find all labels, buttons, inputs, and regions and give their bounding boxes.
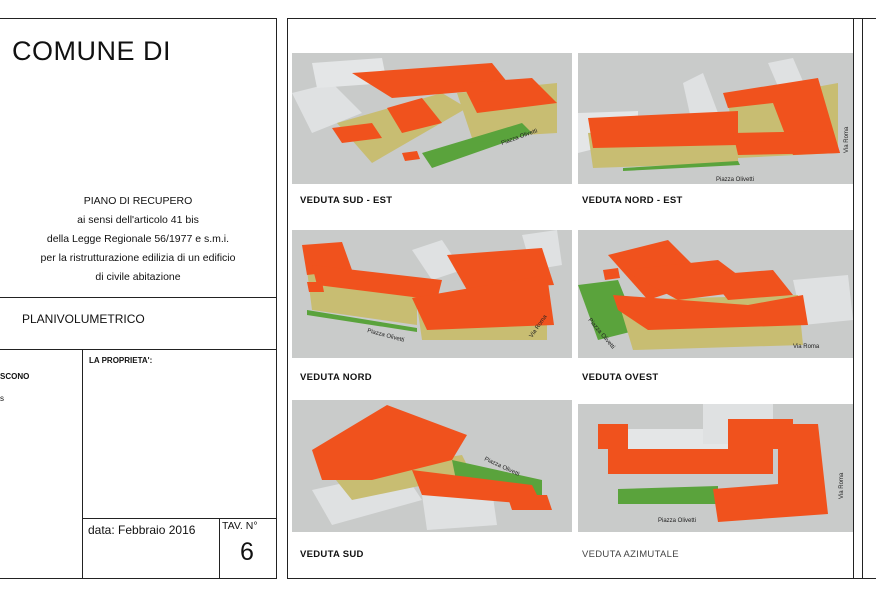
tav-number: 6 bbox=[240, 538, 254, 566]
description-line: di civile abitazione bbox=[95, 271, 181, 283]
section-line-3 bbox=[82, 349, 83, 579]
section-title: PLANIVOLUMETRICO bbox=[22, 312, 145, 326]
street-label: Via Roma bbox=[839, 472, 845, 499]
frame-divider-left bbox=[276, 18, 277, 579]
tav-label: TAV. N° bbox=[222, 520, 258, 532]
date-label: data: Febbraio 2016 bbox=[88, 523, 196, 537]
frame-top-left bbox=[0, 18, 276, 19]
building-render: Piazza Olivetti bbox=[292, 400, 572, 532]
frame-inner-right bbox=[853, 18, 854, 579]
view-sud: Piazza Olivetti bbox=[292, 400, 572, 532]
view-caption: VEDUTA AZIMUTALE bbox=[582, 549, 679, 560]
owner-label: LA PROPRIETA': bbox=[89, 356, 153, 365]
frame-right-edge bbox=[862, 18, 863, 579]
street-label: Piazza Olivetti bbox=[658, 518, 696, 524]
view-nord-est: Piazza Olivetti Via Roma bbox=[578, 53, 853, 184]
section-line-4 bbox=[82, 518, 276, 519]
building-render: Piazza Olivetti Via Roma bbox=[578, 230, 853, 358]
frame-bottom-right bbox=[287, 578, 876, 579]
view-azimutale: Piazza Olivetti Via Roma bbox=[578, 404, 853, 532]
left-box-extra: s bbox=[0, 394, 4, 403]
street-label: Via Roma bbox=[844, 126, 850, 153]
description-line: PIANO DI RECUPERO bbox=[83, 195, 193, 207]
street-label: Piazza Olivetti bbox=[716, 177, 754, 183]
view-caption: VEDUTA OVEST bbox=[582, 372, 659, 383]
building-render: Piazza Olivetti Via Roma bbox=[292, 230, 572, 358]
description-line: per la ristrutturazione edilizia di un e… bbox=[40, 252, 236, 264]
building-render: Piazza Olivetti Via Roma bbox=[578, 404, 853, 532]
section-line-1 bbox=[0, 297, 276, 298]
left-box-label: SCONO bbox=[0, 372, 30, 381]
frame-divider-right bbox=[287, 18, 288, 579]
section-line-5 bbox=[219, 518, 220, 579]
view-ovest: Piazza Olivetti Via Roma bbox=[578, 230, 853, 358]
view-caption: VEDUTA SUD - EST bbox=[300, 195, 393, 206]
page-title: COMUNE DI bbox=[12, 36, 171, 66]
frame-top-right bbox=[287, 18, 876, 19]
frame-bottom-left bbox=[0, 578, 276, 579]
description-line: della Legge Regionale 56/1977 e s.m.i. bbox=[46, 233, 230, 245]
view-caption: VEDUTA NORD bbox=[300, 372, 372, 383]
building-render: Piazza Olivetti bbox=[292, 53, 572, 184]
street-label: Via Roma bbox=[793, 344, 820, 350]
description-block: PIANO DI RECUPERO ai sensi dell'articolo… bbox=[0, 192, 276, 287]
section-line-2 bbox=[0, 349, 276, 350]
view-sud-est: Piazza Olivetti bbox=[292, 53, 572, 184]
view-caption: VEDUTA SUD bbox=[300, 549, 364, 560]
description-line: ai sensi dell'articolo 41 bis bbox=[77, 214, 199, 226]
building-render: Piazza Olivetti Via Roma bbox=[578, 53, 853, 184]
view-caption: VEDUTA NORD - EST bbox=[582, 195, 683, 206]
view-nord: Piazza Olivetti Via Roma bbox=[292, 230, 572, 358]
